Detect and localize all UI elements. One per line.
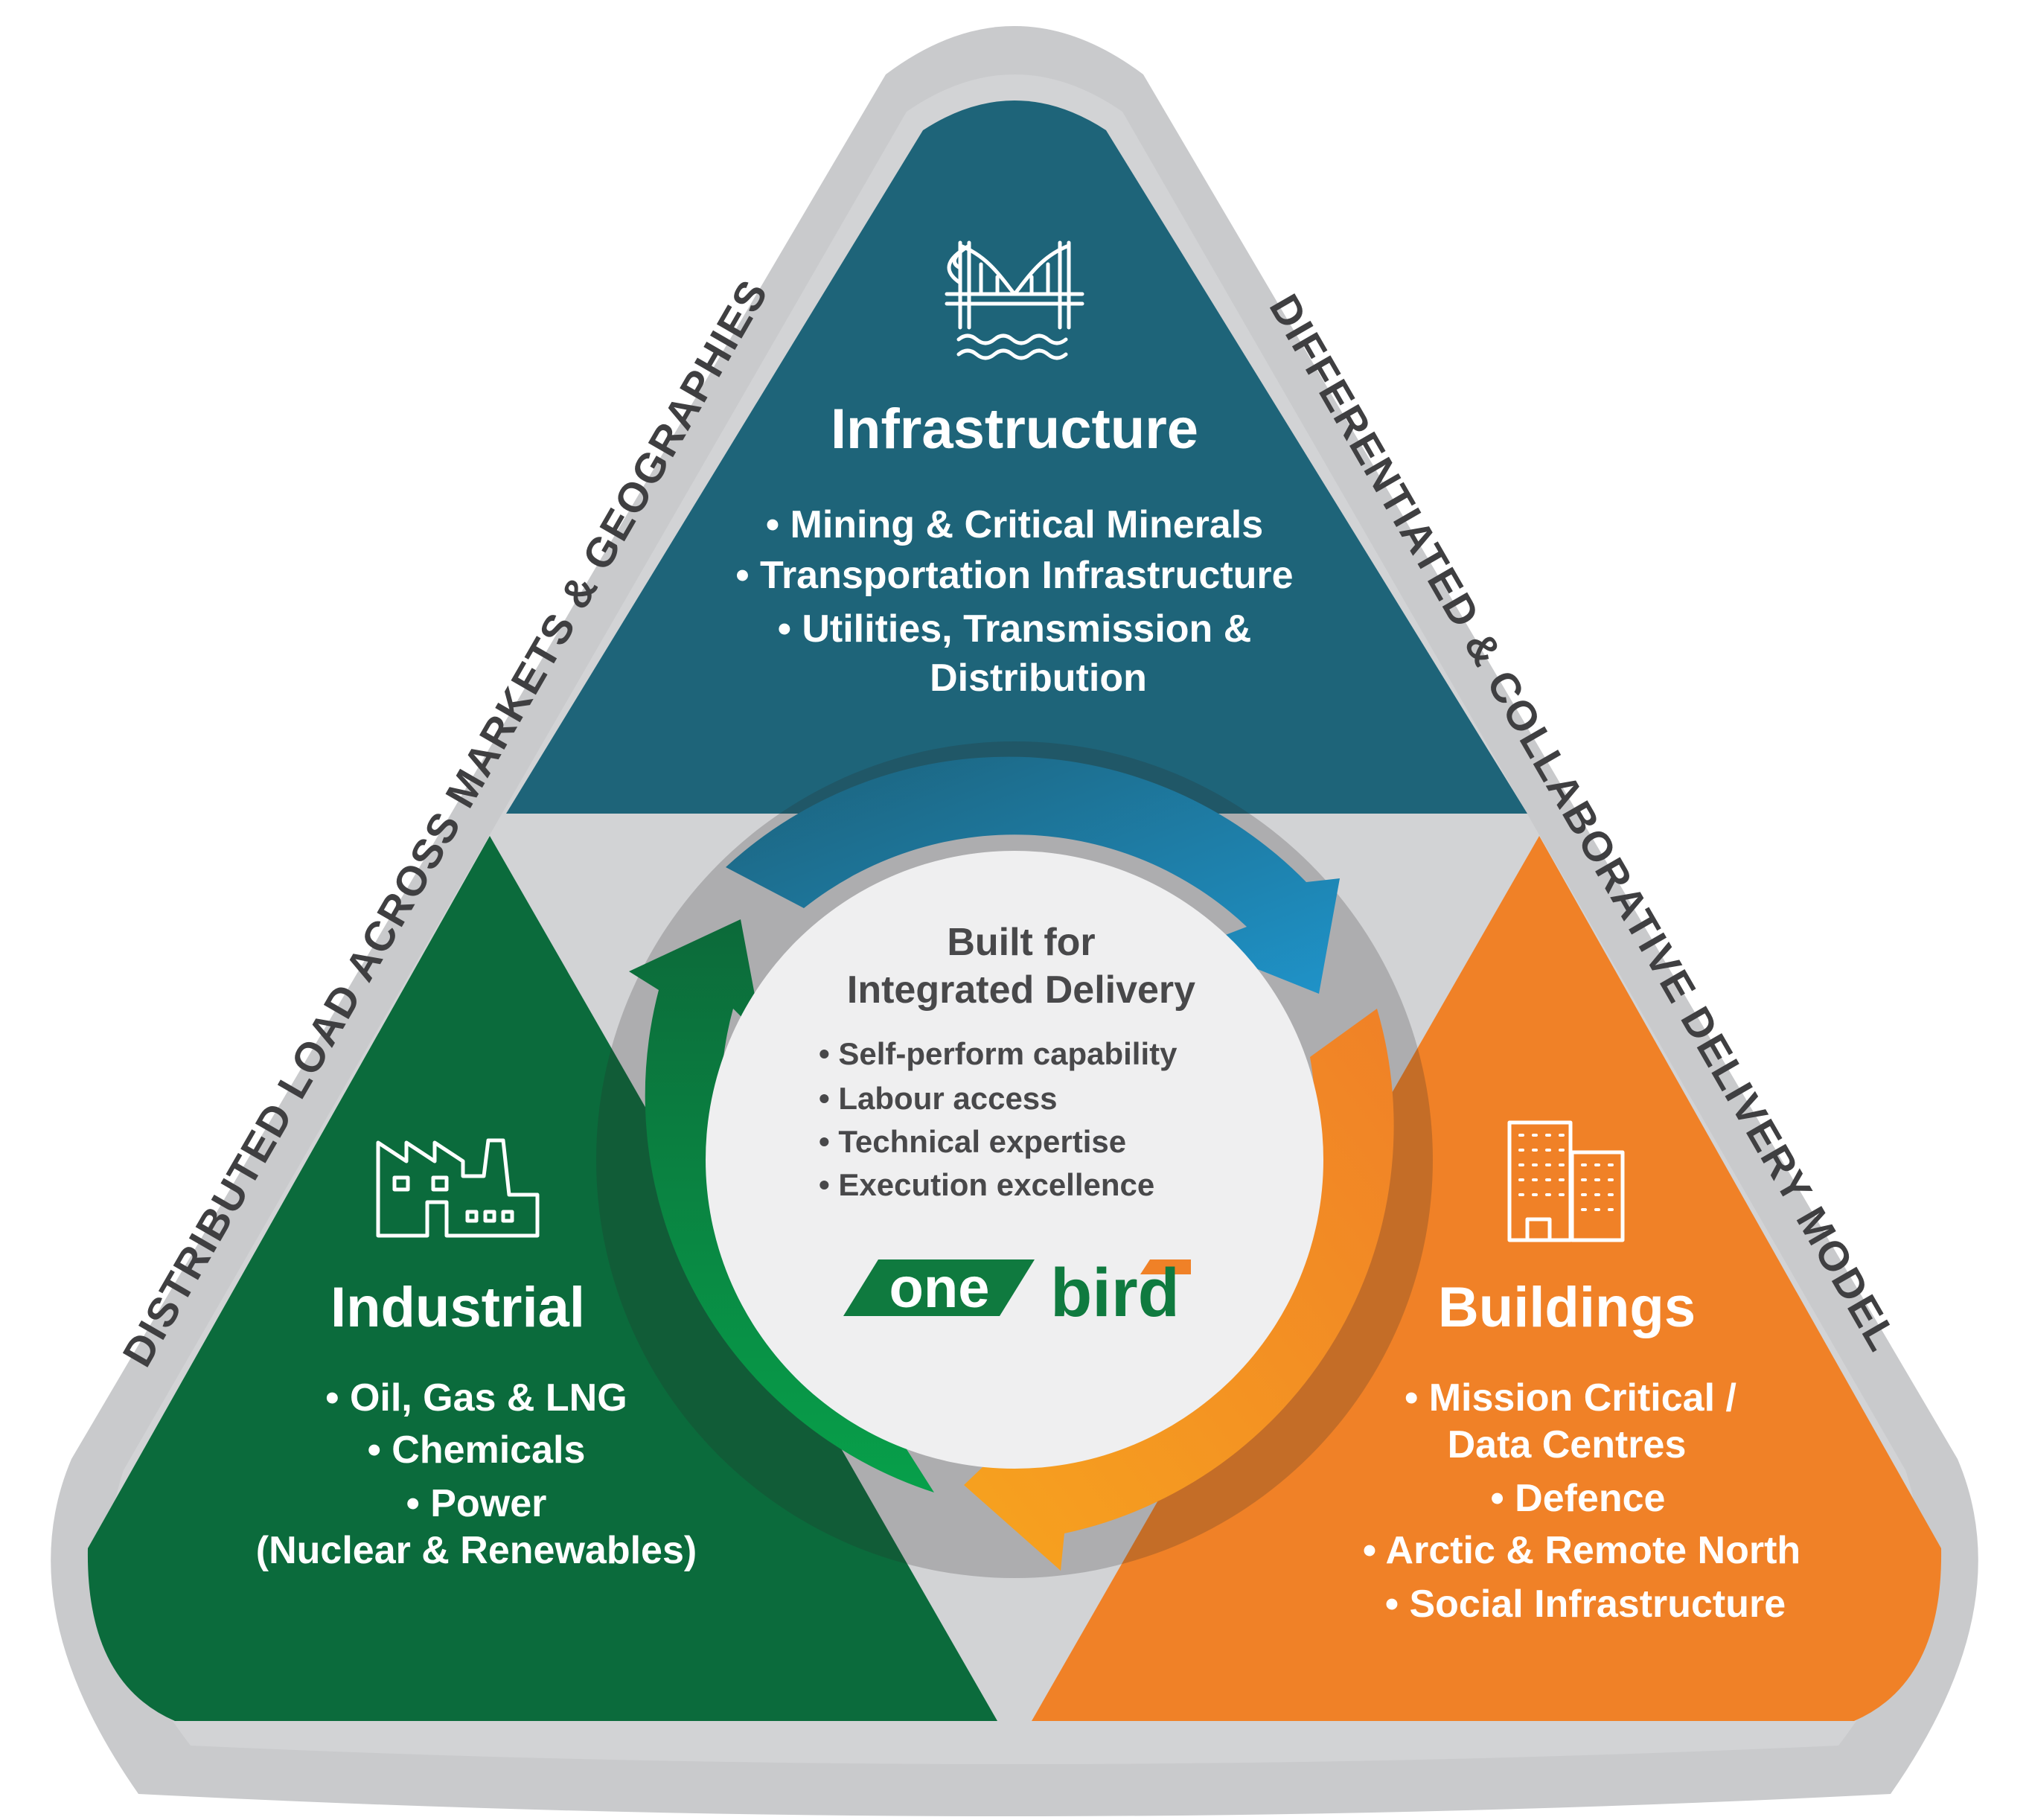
infrastructure-item-4: Distribution: [930, 657, 1147, 700]
office-buildings-icon: [1507, 1120, 1625, 1242]
infrastructure-item-1: • Mining & Critical Minerals: [766, 503, 1263, 546]
buildings-item-1: • Mission Critical /: [1405, 1376, 1736, 1420]
industrial-title: Industrial: [330, 1276, 585, 1339]
center-item-2: • Labour access: [819, 1081, 1058, 1116]
industrial-sector: [87, 836, 997, 1721]
logo-text-one: one: [889, 1257, 989, 1320]
bridge-icon: [945, 240, 1084, 360]
logo-text-bird: bird: [1050, 1255, 1180, 1331]
cycle-arrow-green: [629, 919, 934, 1492]
industrial-item-1: • Oil, Gas & LNG: [325, 1376, 627, 1420]
logo-green-parallelogram: [843, 1259, 1035, 1316]
logo-orange-accent: [1140, 1259, 1191, 1274]
buildings-item-3: • Defence: [1491, 1477, 1666, 1520]
factory-icon: [376, 1138, 540, 1238]
industrial-item-2: • Chemicals: [368, 1428, 586, 1472]
onebird-logo: one bird: [843, 1255, 1191, 1331]
buildings-sector: [1032, 836, 1942, 1721]
center-item-4: • Execution excellence: [819, 1167, 1154, 1202]
infrastructure-sector: [506, 100, 1527, 814]
buildings-item-5: • Social Infrastructure: [1385, 1583, 1786, 1626]
buildings-title: Buildings: [1438, 1276, 1696, 1339]
center-item-1: • Self-perform capability: [819, 1036, 1178, 1071]
buildings-item-2: Data Centres: [1448, 1423, 1687, 1466]
industrial-item-4: (Nuclear & Renewables): [256, 1529, 697, 1572]
center-title-line1: Built for: [947, 921, 1095, 964]
cycle-arrow-blue: [726, 756, 1340, 994]
buildings-item-4: • Arctic & Remote North: [1363, 1529, 1800, 1572]
infrastructure-title: Infrastructure: [831, 397, 1198, 461]
industrial-item-3: • Power: [406, 1482, 547, 1525]
infrastructure-item-2: • Transportation Infrastructure: [735, 554, 1293, 597]
center-item-3: • Technical expertise: [819, 1124, 1126, 1159]
infrastructure-item-3: • Utilities, Transmission &: [778, 607, 1252, 651]
cycle-arrow-orange: [964, 1009, 1394, 1571]
center-title-line2: Integrated Delivery: [847, 968, 1195, 1012]
